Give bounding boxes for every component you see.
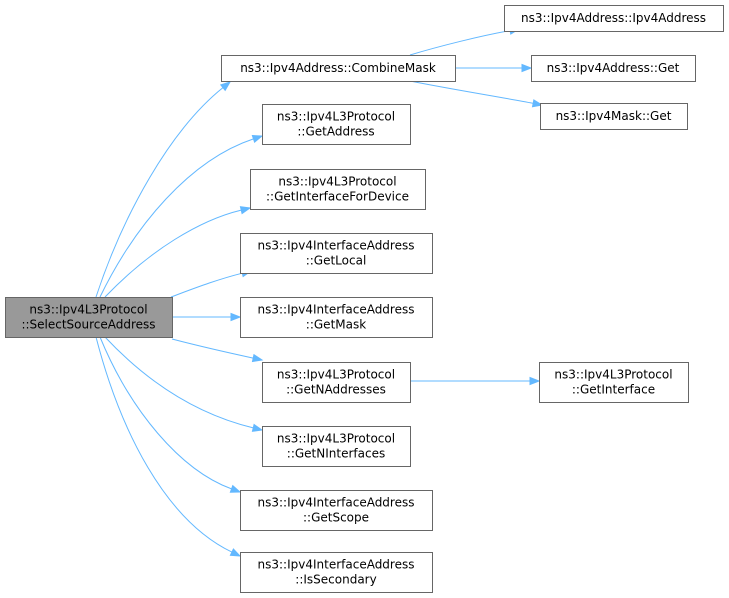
node-label-line: ns3::Ipv4InterfaceAddress bbox=[258, 496, 415, 510]
node-label-line: ns3::Ipv4L3Protocol bbox=[278, 175, 396, 189]
node-box bbox=[262, 426, 411, 467]
node-getmask[interactable]: ns3::Ipv4InterfaceAddress::GetMask bbox=[240, 297, 433, 338]
edge-select-to-getifdev bbox=[104, 206, 252, 298]
node-label-line: ::GetNInterfaces bbox=[287, 447, 385, 461]
node-box bbox=[540, 103, 688, 130]
edge-line bbox=[409, 30, 511, 56]
edge-line bbox=[409, 80, 534, 104]
arrowhead-icon bbox=[230, 312, 242, 322]
node-label-line: ::GetNAddresses bbox=[286, 383, 386, 397]
edge-combine-to-ipv4addrget bbox=[455, 63, 533, 73]
node-maskget[interactable]: ns3::Ipv4Mask::Get bbox=[540, 103, 688, 130]
node-label-line: ::GetScope bbox=[303, 511, 369, 525]
edge-select-to-getaddress bbox=[99, 134, 264, 298]
edge-line bbox=[170, 272, 243, 298]
edge-select-to-getscope bbox=[99, 336, 242, 493]
edge-getnaddr-to-getif bbox=[410, 376, 541, 386]
node-box bbox=[262, 362, 411, 403]
node-box bbox=[531, 55, 696, 82]
node-label-line: ::GetInterface bbox=[572, 383, 655, 397]
edge-line bbox=[99, 138, 254, 298]
node-select[interactable]: ns3::Ipv4L3Protocol::SelectSourceAddress bbox=[5, 297, 173, 338]
node-ipv4addrget[interactable]: ns3::Ipv4Address::Get bbox=[531, 55, 696, 82]
edge-select-to-getmask bbox=[172, 312, 242, 322]
node-issec[interactable]: ns3::Ipv4InterfaceAddress::IsSecondary bbox=[240, 552, 433, 593]
node-box bbox=[504, 5, 724, 32]
node-label-line: ::IsSecondary bbox=[295, 573, 376, 587]
node-box bbox=[262, 104, 411, 145]
arrowhead-icon bbox=[251, 134, 264, 144]
edge-combine-to-maskget bbox=[409, 80, 544, 108]
node-getaddress[interactable]: ns3::Ipv4L3Protocol::GetAddress bbox=[262, 104, 411, 145]
node-label-line: ns3::Ipv4L3Protocol bbox=[29, 303, 147, 317]
nodes-layer: ns3::Ipv4L3Protocol::SelectSourceAddress… bbox=[5, 5, 724, 593]
edge-select-to-getnif bbox=[104, 336, 264, 432]
node-ipv4addr[interactable]: ns3::Ipv4Address::Ipv4Address bbox=[504, 5, 724, 32]
edge-select-to-getnaddr bbox=[171, 338, 264, 363]
node-box bbox=[221, 55, 456, 82]
edge-line bbox=[104, 336, 254, 429]
arrowhead-icon bbox=[229, 548, 242, 557]
node-label-line: ::GetInterfaceForDevice bbox=[266, 190, 409, 204]
edge-combine-to-ipv4addr bbox=[409, 26, 521, 56]
node-getif[interactable]: ns3::Ipv4L3Protocol::GetInterface bbox=[539, 362, 689, 403]
arrowhead-icon bbox=[529, 376, 541, 386]
edge-line bbox=[95, 336, 233, 553]
edge-select-to-issec bbox=[95, 336, 242, 557]
node-label-line: ns3::Ipv4L3Protocol bbox=[554, 368, 672, 382]
node-box bbox=[240, 490, 433, 531]
node-label-line: ::SelectSourceAddress bbox=[21, 318, 155, 332]
edge-select-to-getlocal bbox=[170, 269, 253, 298]
node-label-line: ns3::Ipv4InterfaceAddress bbox=[258, 239, 415, 253]
node-box bbox=[5, 297, 173, 338]
node-label-line: ns3::Ipv4Address::CombineMask bbox=[240, 61, 436, 75]
node-box bbox=[240, 233, 433, 274]
node-label-line: ns3::Ipv4InterfaceAddress bbox=[258, 303, 415, 317]
node-label-line: ns3::Ipv4Address::Ipv4Address bbox=[521, 11, 706, 25]
edge-line bbox=[95, 87, 224, 298]
node-label-line: ns3::Ipv4Address::Get bbox=[547, 61, 680, 75]
arrowhead-icon bbox=[531, 99, 544, 108]
node-label-line: ::GetAddress bbox=[297, 125, 374, 139]
node-box bbox=[250, 169, 426, 210]
arrowhead-icon bbox=[219, 81, 232, 92]
node-label-line: ns3::Ipv4L3Protocol bbox=[277, 432, 395, 446]
node-getlocal[interactable]: ns3::Ipv4InterfaceAddress::GetLocal bbox=[240, 233, 433, 274]
edge-line bbox=[171, 338, 254, 359]
edge-line bbox=[99, 336, 232, 490]
node-getscope[interactable]: ns3::Ipv4InterfaceAddress::GetScope bbox=[240, 490, 433, 531]
node-label-line: ::GetLocal bbox=[306, 254, 367, 268]
node-label-line: ::GetMask bbox=[306, 318, 366, 332]
node-getnaddr[interactable]: ns3::Ipv4L3Protocol::GetNAddresses bbox=[262, 362, 411, 403]
node-box bbox=[240, 552, 433, 593]
arrowhead-icon bbox=[521, 63, 533, 73]
node-getifdev[interactable]: ns3::Ipv4L3Protocol::GetInterfaceForDevi… bbox=[250, 169, 426, 210]
node-label-line: ns3::Ipv4L3Protocol bbox=[277, 110, 395, 124]
node-label-line: ns3::Ipv4L3Protocol bbox=[277, 368, 395, 382]
node-label-line: ns3::Ipv4Mask::Get bbox=[556, 109, 672, 123]
edge-line bbox=[104, 209, 242, 298]
arrowhead-icon bbox=[229, 484, 242, 493]
node-box bbox=[539, 362, 689, 403]
node-box bbox=[240, 297, 433, 338]
edge-select-to-combine bbox=[95, 81, 232, 298]
node-label-line: ns3::Ipv4InterfaceAddress bbox=[258, 558, 415, 572]
arrowhead-icon bbox=[239, 206, 252, 215]
node-getnif[interactable]: ns3::Ipv4L3Protocol::GetNInterfaces bbox=[262, 426, 411, 467]
arrowhead-icon bbox=[251, 353, 264, 363]
arrowhead-icon bbox=[251, 423, 264, 432]
node-combine[interactable]: ns3::Ipv4Address::CombineMask bbox=[221, 55, 456, 82]
